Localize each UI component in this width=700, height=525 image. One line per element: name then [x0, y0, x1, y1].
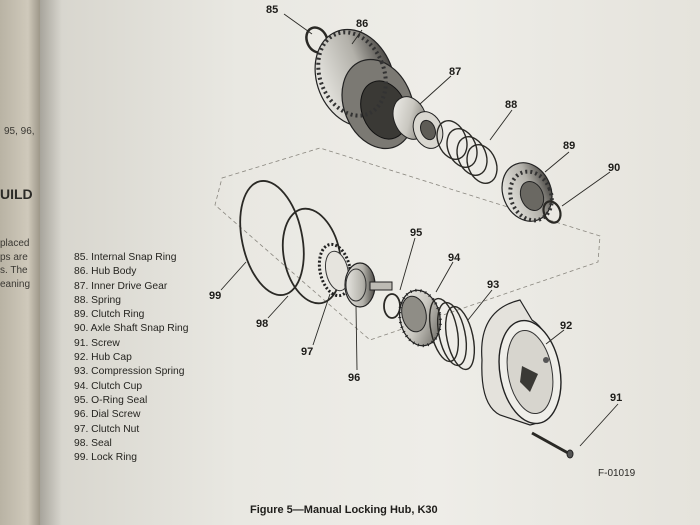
clutch-cup: [398, 288, 442, 348]
legend-item: 98. Seal: [74, 437, 112, 449]
hub-cap: [481, 299, 562, 426]
legend-item: 94. Clutch Cup: [74, 380, 143, 392]
callout-98: 98: [256, 318, 269, 330]
prev-page-text: s. The: [0, 265, 28, 276]
legend-item: 92. Hub Cap: [74, 352, 132, 364]
dial-screw: [344, 262, 393, 308]
prev-page-heading: UILD: [0, 186, 33, 202]
legend-item: 85. Internal Snap Ring: [74, 252, 177, 263]
legend-item: 88. Spring: [74, 294, 121, 306]
lock-ring: [239, 180, 305, 296]
screw: [531, 431, 574, 459]
prev-page-text: 95, 96,: [4, 126, 35, 137]
callout-96: 96: [348, 372, 361, 384]
legend-item: 99. Lock Ring: [74, 452, 137, 464]
clutch-nut: [317, 242, 353, 298]
previous-page-edge: [0, 0, 40, 525]
callout-92: 92: [560, 320, 573, 332]
compression-spring: [428, 297, 476, 371]
legend-item: 86. Hub Body: [74, 266, 137, 278]
assembly-plane-outline: [214, 147, 601, 341]
legend-item: 91. Screw: [74, 337, 120, 349]
legend-item: 95. O-Ring Seal: [74, 394, 148, 406]
figure-caption: Figure 5—Manual Locking Hub, K30: [250, 504, 438, 516]
prev-page-text: ps are: [0, 252, 28, 263]
clutch-ring: [501, 162, 554, 223]
legend-item: 96. Dial Screw: [74, 409, 141, 421]
legend-item: 89. Clutch Ring: [74, 309, 145, 321]
callout-86: 86: [356, 18, 369, 30]
callout-94: 94: [448, 252, 461, 264]
callout-90: 90: [608, 162, 621, 174]
legend-item: 90. Axle Shaft Snap Ring: [74, 323, 189, 335]
callout-88: 88: [505, 99, 518, 111]
callout-87: 87: [449, 66, 462, 78]
prev-page-text: eaning: [0, 279, 31, 290]
legend-item: 97. Clutch Nut: [74, 423, 140, 435]
parts-legend: 85. Internal Snap Ring 86. Hub Body 87. …: [74, 251, 189, 465]
callout-95: 95: [410, 227, 423, 239]
callout-97: 97: [301, 346, 314, 358]
callout-85: 85: [266, 4, 279, 16]
axle-shaft-snap-ring: [542, 200, 562, 224]
inner-drive-gear: [392, 96, 444, 149]
prev-page-text: placed: [0, 238, 30, 249]
leader-lines: [220, 13, 619, 447]
callout-93: 93: [487, 279, 500, 291]
callout-99: 99: [209, 290, 222, 302]
callout-91: 91: [610, 392, 623, 404]
o-ring-seal: [383, 293, 401, 319]
seal: [281, 207, 343, 305]
figure-code: F-01019: [598, 468, 636, 479]
gutter-shadow: [40, 0, 62, 525]
legend-item: 93. Compression Spring: [74, 366, 185, 378]
legend-item: 87. Inner Drive Gear: [74, 280, 168, 292]
callout-89: 89: [563, 140, 576, 152]
spring: [436, 120, 498, 184]
